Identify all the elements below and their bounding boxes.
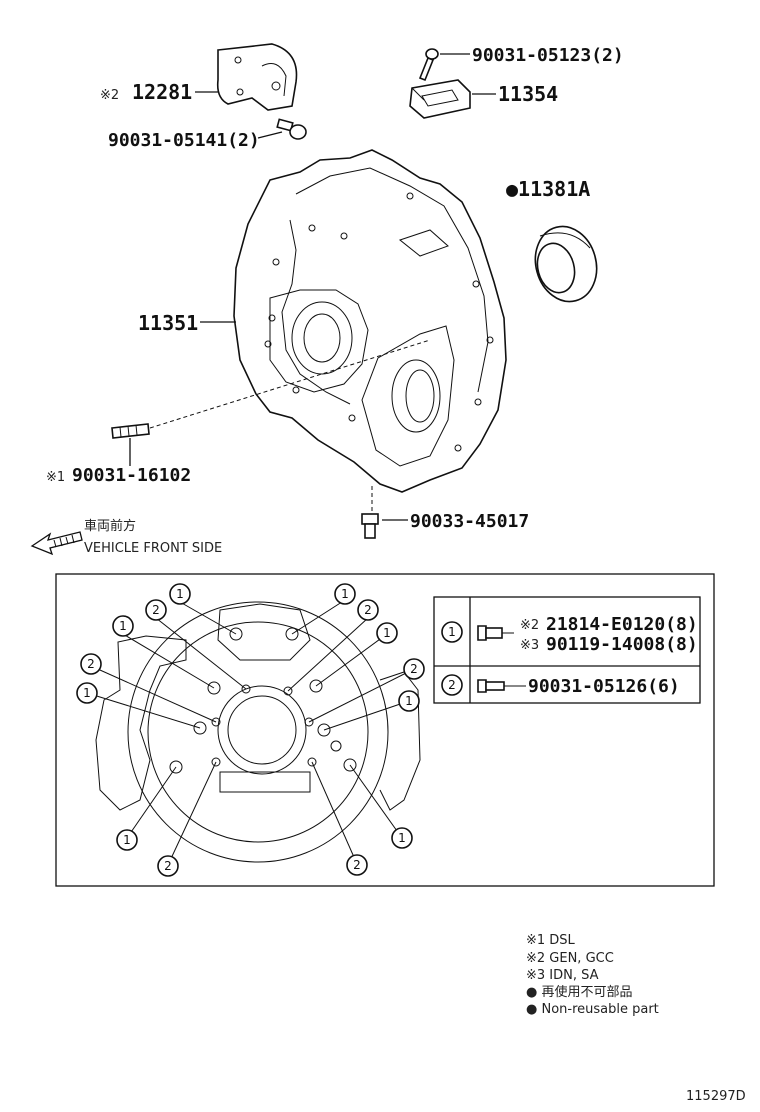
svg-text:1: 1 — [119, 619, 127, 633]
note-dsl: ※1 DSL — [526, 933, 576, 948]
svg-text:1: 1 — [405, 694, 413, 708]
plug-90033-45017-label: 90033-45017 — [410, 511, 529, 532]
vehicle-front-label-jp: 車両前方 — [84, 518, 136, 534]
detail-callout-markers: 1 2 1 2 1 1 2 1 2 1 1 2 2 1 — [76, 583, 425, 877]
svg-text:2: 2 — [410, 662, 418, 676]
svg-text:1: 1 — [341, 587, 349, 601]
vehicle-front-arrow-icon — [30, 531, 83, 556]
bolt-90031-05123-label: 90031-05123(2) — [472, 45, 624, 66]
legend-row1-part-b: 90119-14008(8) — [546, 634, 698, 655]
stud-90031-16102-mark: ※1 — [46, 470, 65, 485]
bolt-icon-row2 — [477, 679, 505, 693]
notes: ※1 DSL ※2 GEN, GCC ※3 IDN, SA ● 再使用不可部品 … — [526, 933, 659, 1017]
legend-row1-mark-b: ※3 — [520, 638, 539, 653]
bolt-90031-05141-label: 90031-05141(2) — [108, 130, 260, 151]
fastener-legend-table: 1 2 ※2 21814-E0120(8) ※3 90119-14008(8) … — [433, 596, 701, 704]
stud-90031-16102 — [111, 423, 150, 439]
detail-box — [55, 573, 715, 887]
svg-text:2: 2 — [448, 678, 456, 692]
svg-text:2: 2 — [353, 858, 361, 872]
vehicle-front-label-en: VEHICLE FRONT SIDE — [84, 541, 222, 556]
detail-callout-lines — [86, 599, 415, 866]
bracket-12281-mark: ※2 — [100, 88, 119, 103]
oil-seal-11381A — [534, 225, 598, 303]
bolt-90031-05141 — [276, 118, 307, 140]
bracket-12281-label: 12281 — [132, 80, 192, 104]
clutch-housing-11351 — [233, 149, 507, 493]
bolt-90031-05123 — [418, 48, 439, 82]
legend-row1-mark-a: ※2 — [520, 618, 539, 633]
bolt-icon-row1 — [477, 625, 503, 641]
svg-text:1: 1 — [83, 686, 91, 700]
figure-id: 115297D — [686, 1089, 746, 1104]
clutch-housing-11351-label: 11351 — [138, 311, 198, 335]
bracket-12281 — [216, 43, 298, 111]
svg-text:1: 1 — [383, 626, 391, 640]
cover-11354-label: 11354 — [498, 82, 558, 106]
svg-text:1: 1 — [176, 587, 184, 601]
legend-row2-part: 90031-05126(6) — [528, 676, 680, 697]
oil-seal-11381A-label: ●11381A — [506, 177, 590, 201]
svg-text:1: 1 — [398, 831, 406, 845]
detail-housing-view — [95, 601, 421, 863]
svg-text:2: 2 — [364, 603, 372, 617]
note-non-reusable-en: ● Non-reusable part — [526, 1002, 659, 1017]
note-non-reusable-jp: ● 再使用不可部品 — [526, 984, 632, 1000]
note-idn-sa: ※3 IDN, SA — [526, 968, 599, 983]
stud-90031-16102-label: 90031-16102 — [72, 465, 191, 486]
note-gen-gcc: ※2 GEN, GCC — [526, 951, 614, 966]
svg-text:2: 2 — [87, 657, 95, 671]
svg-text:1: 1 — [448, 625, 456, 639]
cover-11354 — [409, 79, 471, 119]
svg-text:2: 2 — [152, 603, 160, 617]
plug-90033-45017 — [361, 513, 379, 539]
legend-row1-part-a: 21814-E0120(8) — [546, 614, 698, 635]
svg-text:1: 1 — [123, 833, 131, 847]
svg-text:2: 2 — [164, 859, 172, 873]
